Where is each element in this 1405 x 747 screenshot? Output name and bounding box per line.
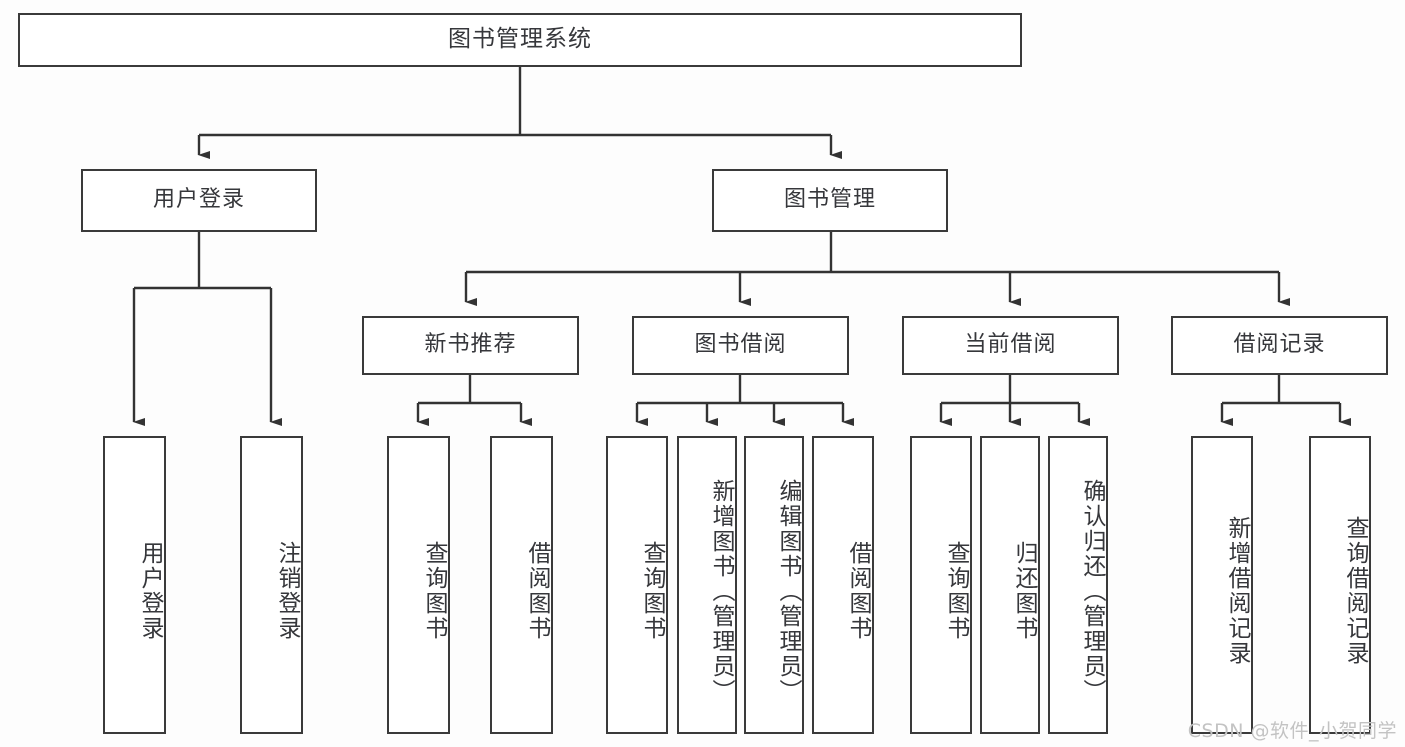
node-new-book-recommend[interactable]: 新书推荐: [362, 316, 579, 375]
node-leaf-user-login[interactable]: 用户登录: [103, 436, 166, 734]
node-label: 查询借阅记录: [1342, 516, 1368, 666]
node-label: 编辑图书（管理员）: [775, 478, 801, 704]
node-label: 注销登录: [274, 541, 300, 641]
node-leaf-logout-login[interactable]: 注销登录: [240, 436, 303, 734]
node-current-borrow[interactable]: 当前借阅: [902, 316, 1119, 375]
node-root-system[interactable]: 图书管理系统: [18, 13, 1022, 67]
node-leaf-add-book[interactable]: 新增图书（管理员）: [677, 436, 737, 734]
node-leaf-query-book-2[interactable]: 查询图书: [606, 436, 668, 734]
node-leaf-borrow-book-1[interactable]: 借阅图书: [490, 436, 553, 734]
node-leaf-return-book[interactable]: 归还图书: [980, 436, 1040, 734]
node-label: 新增图书（管理员）: [708, 478, 734, 704]
node-leaf-borrow-book-2[interactable]: 借阅图书: [812, 436, 874, 734]
node-label: 新书推荐: [424, 332, 517, 358]
node-label: 用户登录: [152, 187, 245, 213]
node-borrow-record[interactable]: 借阅记录: [1171, 316, 1388, 375]
node-label: 归还图书: [1011, 541, 1037, 641]
node-label: 图书管理: [783, 187, 876, 213]
node-leaf-query-record[interactable]: 查询借阅记录: [1309, 436, 1371, 734]
node-label: 当前借阅: [964, 332, 1057, 358]
node-leaf-query-book-3[interactable]: 查询图书: [910, 436, 972, 734]
node-label: 查询图书: [421, 541, 447, 641]
node-leaf-query-book-1[interactable]: 查询图书: [387, 436, 450, 734]
node-leaf-edit-book[interactable]: 编辑图书（管理员）: [744, 436, 804, 734]
node-label: 用户登录: [137, 541, 163, 641]
node-label: 新增借阅记录: [1224, 516, 1250, 666]
node-book-manage[interactable]: 图书管理: [712, 169, 948, 232]
node-label: 图书借阅: [694, 332, 787, 358]
node-leaf-confirm-return[interactable]: 确认归还（管理员）: [1048, 436, 1108, 734]
node-label: 查询图书: [943, 541, 969, 641]
node-leaf-add-record[interactable]: 新增借阅记录: [1191, 436, 1253, 734]
node-label: 借阅记录: [1233, 332, 1326, 358]
node-label: 查询图书: [639, 541, 665, 641]
node-label: 确认归还（管理员）: [1079, 478, 1105, 704]
node-label: 借阅图书: [845, 541, 871, 641]
node-book-borrow[interactable]: 图书借阅: [632, 316, 849, 375]
node-label: 借阅图书: [524, 541, 550, 641]
node-user-login[interactable]: 用户登录: [81, 169, 317, 232]
node-label: 图书管理系统: [448, 26, 592, 53]
watermark-text: CSDN @软件_小贺同学: [1187, 720, 1397, 742]
